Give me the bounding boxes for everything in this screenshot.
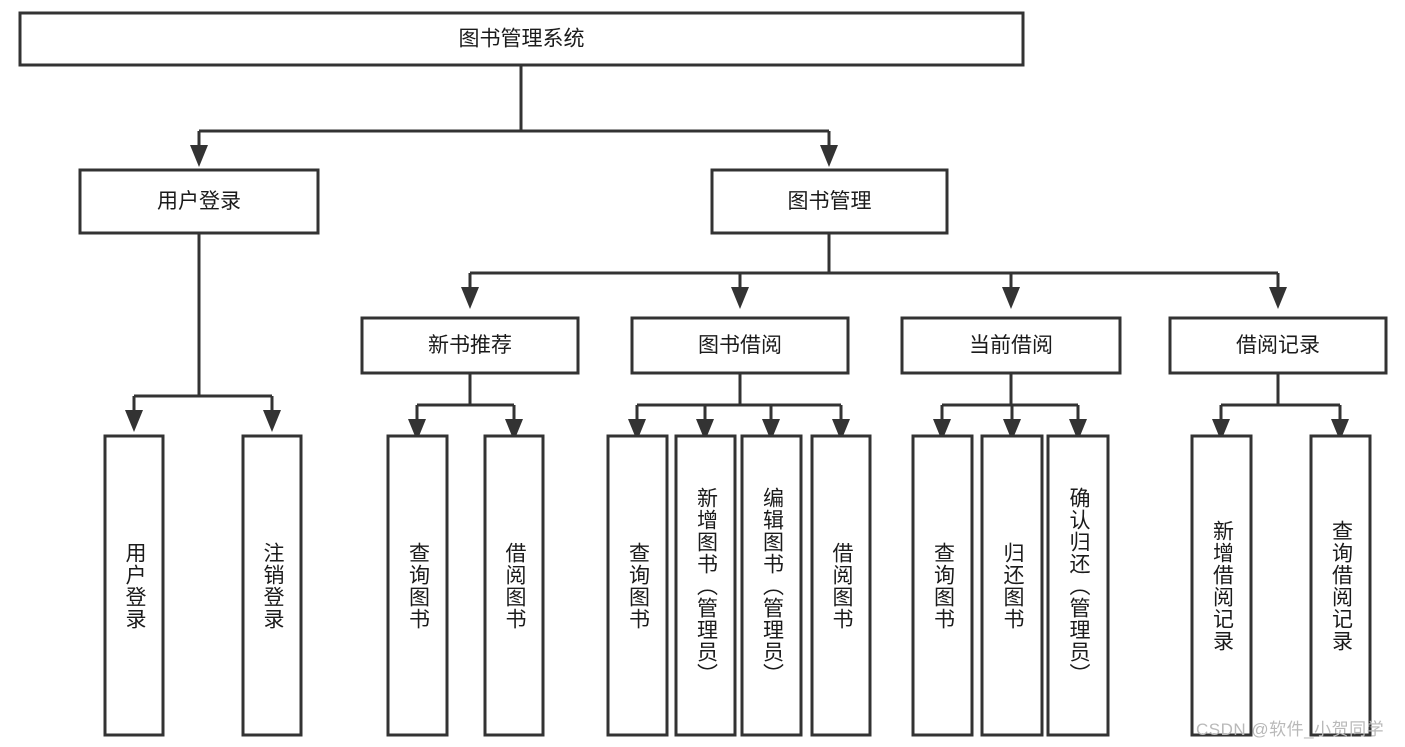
connector-newbook-to-leaves — [408, 373, 523, 441]
connector-userlogin-to-leaves — [125, 233, 281, 432]
leaf-node-0-box[interactable] — [103, 434, 165, 737]
level3-node-1-box[interactable] — [630, 316, 850, 375]
root-node-label: 图书管理系统 — [459, 28, 585, 51]
leaf-node-7-box[interactable] — [810, 434, 872, 737]
connector-root-to-level2 — [190, 65, 838, 167]
level2-node-0-box[interactable] — [78, 168, 320, 235]
arrow-head-icon — [125, 410, 143, 432]
level2-node-1-label: 图书管理 — [788, 190, 872, 213]
level3-node-2-label: 当前借阅 — [969, 334, 1053, 357]
arrow-head-icon — [1003, 419, 1021, 441]
arrow-head-icon — [1269, 287, 1287, 309]
leaf-node-1-box[interactable] — [241, 434, 303, 737]
connector-borrow-to-leaves — [628, 373, 850, 441]
level3-node-2-box[interactable] — [900, 316, 1122, 375]
leaf-node-12-box[interactable] — [1309, 434, 1372, 737]
arrow-head-icon — [696, 419, 714, 441]
arrow-head-icon — [832, 419, 850, 441]
leaf-node-5-box[interactable] — [674, 434, 737, 737]
leaf-node-8-box[interactable] — [911, 434, 974, 737]
connector-record-to-leaves — [1212, 373, 1349, 441]
level2-node-0-label: 用户登录 — [157, 190, 241, 213]
leaf-node-2-box[interactable] — [386, 434, 449, 737]
arrow-head-icon — [762, 419, 780, 441]
arrow-head-icon — [1331, 419, 1349, 441]
level3-node-0-label: 新书推荐 — [428, 334, 512, 357]
leaf-node-3-box[interactable] — [483, 434, 545, 737]
arrow-head-icon — [1002, 287, 1020, 309]
level3-node-3-box[interactable] — [1168, 316, 1388, 375]
csdn-watermark: CSDN @软件_小贺同学 — [1196, 720, 1385, 739]
leaf-node-9-box[interactable] — [980, 434, 1044, 737]
arrow-head-icon — [731, 287, 749, 309]
arrow-head-icon — [461, 287, 479, 309]
arrow-head-icon — [263, 410, 281, 432]
connector-current-to-leaves — [933, 373, 1087, 441]
leaf-node-10-box[interactable] — [1046, 434, 1110, 737]
arrow-head-icon — [1212, 419, 1230, 441]
arrow-head-icon — [820, 145, 838, 167]
arrow-head-icon — [505, 419, 523, 441]
connectors-layer — [125, 65, 1349, 441]
leaf-node-4-box[interactable] — [606, 434, 669, 737]
level3-node-3-label: 借阅记录 — [1236, 334, 1320, 357]
arrow-head-icon — [933, 419, 951, 441]
level2-node-1-box[interactable] — [710, 168, 949, 235]
arrow-head-icon — [1069, 419, 1087, 441]
arrow-head-icon — [628, 419, 646, 441]
leaf-node-6-box[interactable] — [740, 434, 803, 737]
connector-bookmgmt-to-level3 — [461, 233, 1287, 309]
arrow-head-icon — [190, 145, 208, 167]
arrow-head-icon — [408, 419, 426, 441]
level3-node-0-box[interactable] — [360, 316, 580, 375]
level3-node-1-label: 图书借阅 — [698, 334, 782, 357]
root-node-box[interactable] — [18, 11, 1025, 67]
leaf-node-11-box[interactable] — [1190, 434, 1253, 737]
boxes-layer — [18, 11, 1388, 737]
